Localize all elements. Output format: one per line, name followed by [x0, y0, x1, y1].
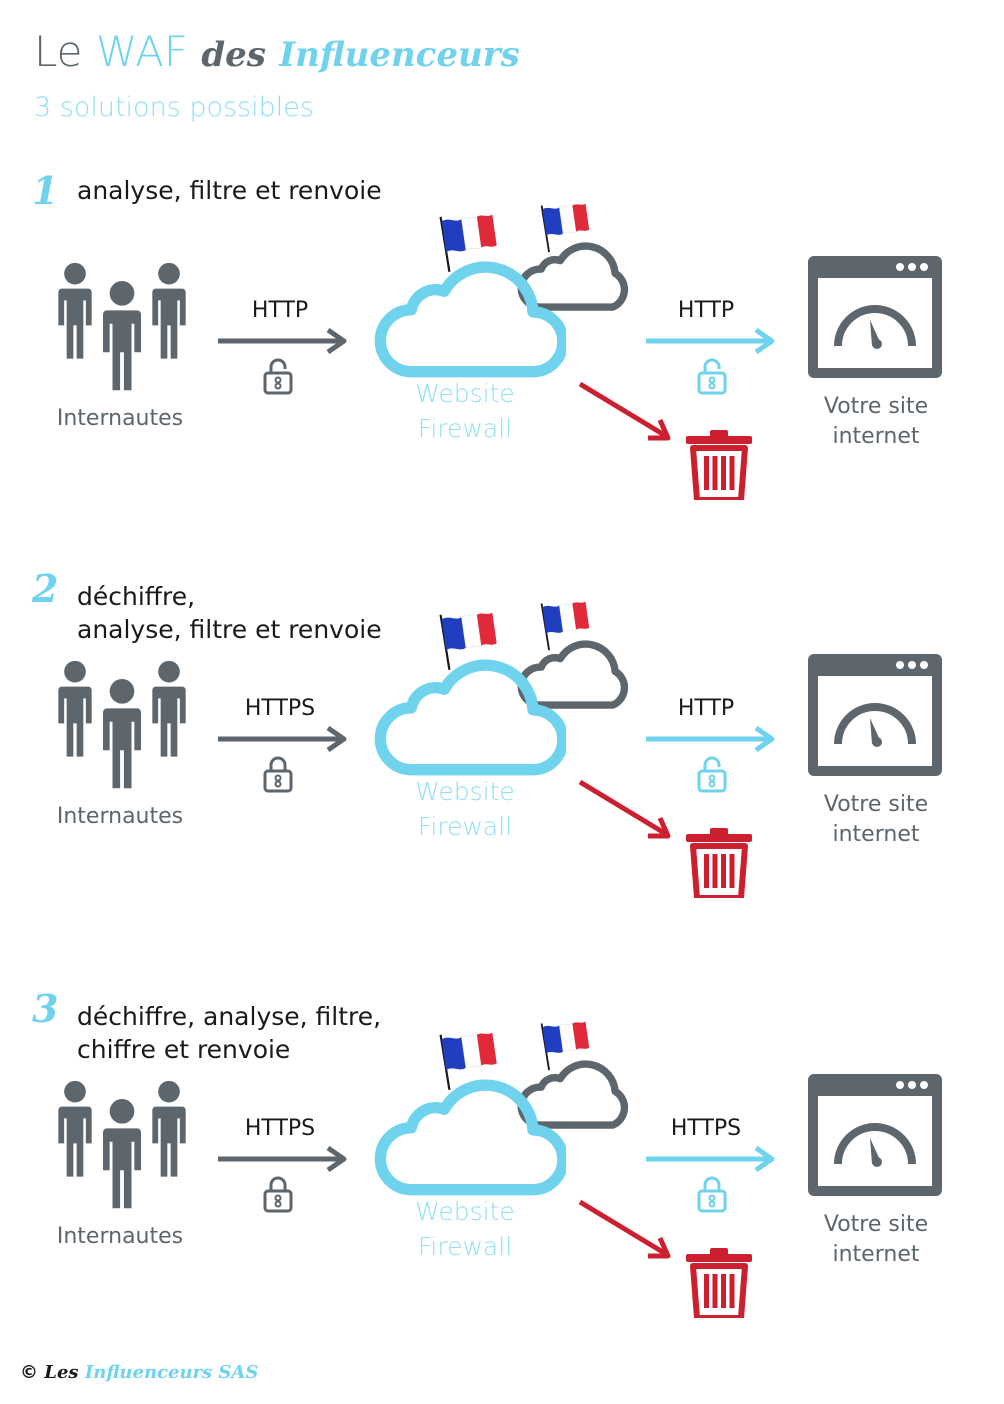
users-label: Internautes	[56, 1224, 184, 1249]
firewall-label-line2: Firewall	[417, 414, 513, 443]
lock-closed-icon	[262, 1174, 294, 1214]
website-label: Votre site internet	[796, 790, 956, 850]
firewall-label-line2: Firewall	[417, 1232, 513, 1261]
firewall-label: Website Firewall	[385, 1194, 545, 1264]
users-icon	[58, 1080, 186, 1209]
website-icon	[808, 1074, 942, 1196]
website-label-line2: internet	[832, 822, 920, 847]
solution-description-line1: déchiffre,	[77, 582, 196, 611]
protocol-out-label: HTTP	[677, 696, 735, 721]
title-waf: WAF	[95, 27, 188, 76]
page-title: Le WAF des Influenceurs	[34, 24, 520, 83]
footer-les: Les	[44, 1362, 79, 1383]
solution-number: 3	[32, 986, 59, 1031]
firewall-label-line1: Website	[415, 1197, 515, 1226]
solution-description-line1: déchiffre, analyse, filtre,	[77, 1002, 382, 1031]
trash-icon	[686, 1248, 752, 1318]
title-influenceurs: Influenceurs	[279, 35, 520, 75]
solution-description: déchiffre, analyse, filtre, chiffre et r…	[77, 1000, 381, 1066]
lock-open-icon	[696, 356, 728, 396]
protocol-in-label: HTTP	[251, 298, 309, 323]
reject-arrow-icon	[578, 1199, 671, 1259]
website-label-line1: Votre site	[823, 792, 929, 817]
footer-company: Influenceurs SAS	[84, 1362, 259, 1383]
title-des: des	[201, 35, 266, 75]
reject-arrow-icon	[578, 381, 671, 441]
protocol-out-label: HTTP	[677, 298, 735, 323]
firewall-label-line1: Website	[415, 777, 515, 806]
arrow-in-icon	[218, 1146, 347, 1172]
flag-small-icon	[536, 596, 592, 652]
arrow-in-icon	[218, 726, 347, 752]
website-label-line1: Votre site	[823, 394, 929, 419]
website-label-line1: Votre site	[823, 1212, 929, 1237]
solution-description: analyse, filtre et renvoie	[77, 174, 382, 207]
footer-credit: © Les Influenceurs SAS	[20, 1362, 258, 1383]
solution-description-line2: chiffre et renvoie	[77, 1035, 291, 1064]
solution-number: 1	[32, 168, 59, 213]
flag-icon	[434, 208, 500, 274]
website-icon	[808, 654, 942, 776]
flag-small-icon	[536, 1016, 592, 1072]
solution-section-2: 2 déchiffre, analyse, filtre et renvoie …	[0, 566, 1004, 966]
trash-icon	[686, 430, 752, 500]
flag-icon	[434, 606, 500, 672]
protocol-in-label: HTTPS	[244, 1116, 316, 1141]
solution-description-line1: analyse, filtre et renvoie	[77, 176, 382, 205]
arrow-out-icon	[646, 726, 775, 752]
solution-section-1: 1 analyse, filtre et renvoie Internautes…	[0, 168, 1004, 568]
website-label-line2: internet	[832, 1242, 920, 1267]
users-icon	[58, 262, 186, 391]
flag-small-icon	[536, 198, 592, 254]
website-label-line2: internet	[832, 424, 920, 449]
page-subtitle: 3 solutions possibles	[34, 92, 314, 123]
solution-description-line2: analyse, filtre et renvoie	[77, 615, 382, 644]
lock-open-icon	[696, 754, 728, 794]
firewall-label: Website Firewall	[385, 774, 545, 844]
protocol-out-label: HTTPS	[670, 1116, 742, 1141]
flag-icon	[434, 1026, 500, 1092]
website-icon	[808, 256, 942, 378]
arrow-out-icon	[646, 1146, 775, 1172]
protocol-in-label: HTTPS	[244, 696, 316, 721]
solution-description: déchiffre, analyse, filtre et renvoie	[77, 580, 382, 646]
solution-number: 2	[32, 566, 59, 611]
title-le: Le	[34, 27, 83, 76]
users-label: Internautes	[56, 406, 184, 431]
lock-closed-icon	[262, 754, 294, 794]
solution-section-3: 3 déchiffre, analyse, filtre, chiffre et…	[0, 986, 1004, 1386]
website-label: Votre site internet	[796, 1210, 956, 1270]
users-icon	[58, 660, 186, 789]
website-label: Votre site internet	[796, 392, 956, 452]
trash-icon	[686, 828, 752, 898]
firewall-label: Website Firewall	[385, 376, 545, 446]
arrow-in-icon	[218, 328, 347, 354]
copyright-symbol: ©	[20, 1362, 38, 1383]
lock-open-icon	[262, 356, 294, 396]
reject-arrow-icon	[578, 779, 671, 839]
lock-closed-icon	[696, 1174, 728, 1214]
firewall-label-line1: Website	[415, 379, 515, 408]
firewall-label-line2: Firewall	[417, 812, 513, 841]
users-label: Internautes	[56, 804, 184, 829]
arrow-out-icon	[646, 328, 775, 354]
